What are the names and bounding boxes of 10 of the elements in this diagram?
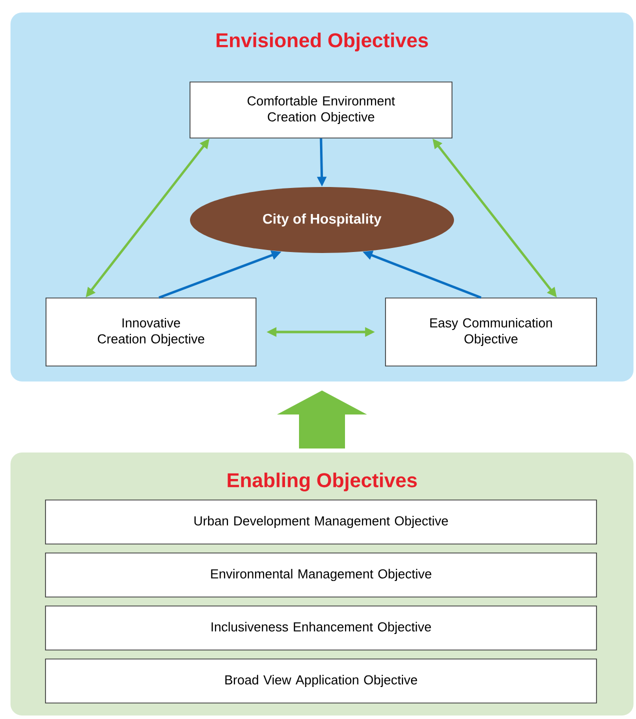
block-arrow: [277, 390, 367, 448]
objective-box: Environmental Management Objective: [45, 552, 597, 598]
objective-box: Innovative Creation Objective: [46, 298, 256, 366]
heading: Enabling Objectives: [228, 472, 417, 492]
objective-box: Comfortable Environment Creation Objective: [190, 82, 452, 138]
heading: Envisioned Objectives: [216, 32, 428, 52]
objective-box: Urban Development Management Objective: [45, 500, 597, 544]
objective-box: Broad View Application Objective: [45, 658, 597, 704]
objective-box: Easy Communication Objective: [385, 298, 597, 366]
objective-box: Inclusiveness Enhancement Objective: [45, 606, 597, 650]
